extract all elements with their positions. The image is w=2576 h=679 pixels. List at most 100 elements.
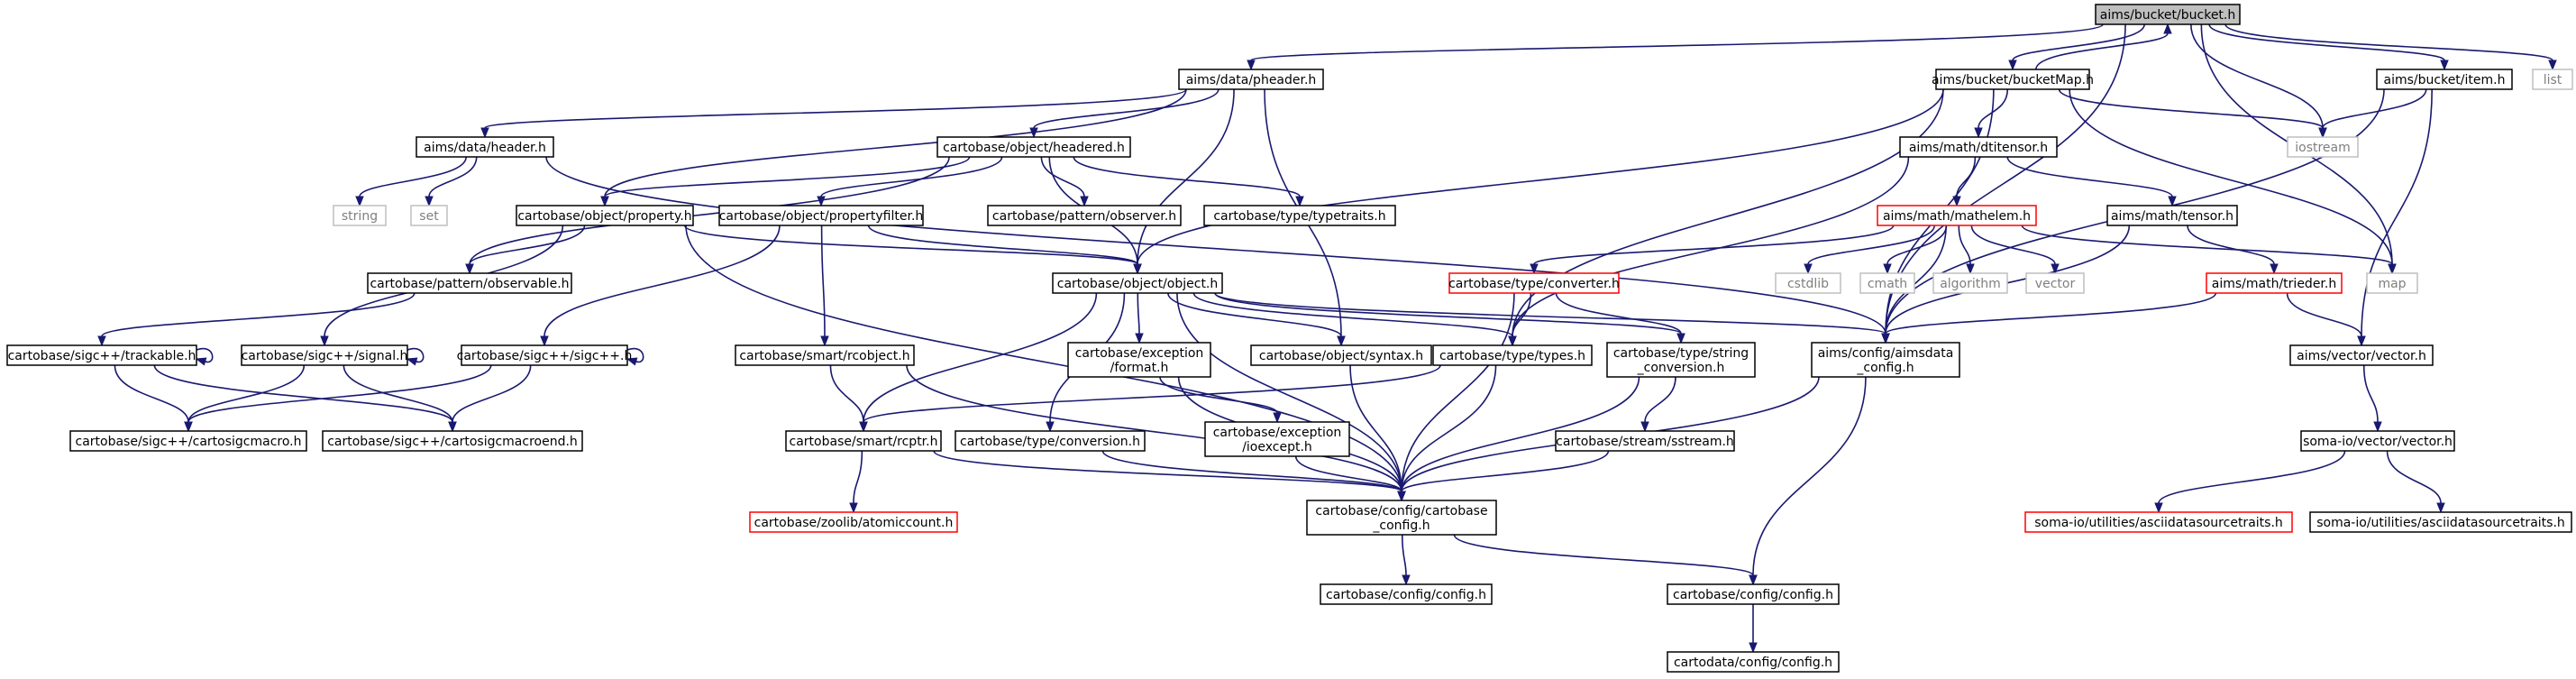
- node-header[interactable]: aims/data/header.h: [416, 136, 554, 158]
- node-property[interactable]: cartobase/object/property.h: [516, 205, 694, 226]
- node-trackable[interactable]: cartobase/sigc++/trackable.h: [6, 344, 197, 366]
- node-box: [333, 205, 387, 226]
- node-rcptr[interactable]: cartobase/smart/rcptr.h: [785, 430, 942, 452]
- node-asciitraits_red[interactable]: soma-io/utilities/asciidatasourcetraits.…: [2024, 511, 2293, 533]
- node-label: cartobase/zoolib/atomiccount.h: [754, 516, 954, 530]
- node-converter[interactable]: cartobase/type/converter.h: [1448, 272, 1620, 294]
- dependency-edge-object-to-format: [1135, 292, 1144, 344]
- node-mathelem[interactable]: aims/math/mathelem.h: [1877, 205, 2037, 226]
- node-box: [6, 344, 197, 366]
- dependency-edge-headered-to-typetraits: [1073, 156, 1304, 207]
- node-box: [987, 205, 1182, 226]
- node-label: set: [419, 209, 439, 224]
- node-label: aims/bucket/item.h: [2384, 73, 2506, 87]
- node-box: [2287, 136, 2359, 158]
- node-box: [1203, 205, 1396, 226]
- node-aimsvector[interactable]: aims/vector/vector.h: [2289, 344, 2434, 366]
- dependency-edge-header-to-string: [355, 156, 467, 207]
- node-box: [1932, 272, 2008, 294]
- node-sstream[interactable]: cartobase/stream/sstream.h: [1555, 430, 1735, 452]
- node-box: [416, 136, 554, 158]
- node-rcobject[interactable]: cartobase/smart/rcobject.h: [735, 344, 915, 366]
- dependency-edge-cbconfig2-to-cdconfig: [1749, 604, 1758, 654]
- node-observable[interactable]: cartobase/pattern/observable.h: [367, 272, 572, 294]
- node-object[interactable]: cartobase/object/object.h: [1052, 272, 1223, 294]
- dependency-edge-headered-to-property: [600, 156, 971, 207]
- node-box: [1432, 344, 1593, 366]
- node-box: [1667, 583, 1840, 605]
- node-box: [2300, 430, 2455, 452]
- node-syntax[interactable]: cartobase/object/syntax.h: [1250, 344, 1432, 366]
- node-vector: vector: [2025, 272, 2085, 294]
- node-box: [1606, 342, 1756, 378]
- node-sigcpp[interactable]: cartobase/sigc++/sigc++.h: [457, 344, 633, 366]
- node-tensor[interactable]: aims/math/tensor.h: [2106, 205, 2238, 226]
- node-cdconfig[interactable]: cartodata/config/config.h: [1667, 651, 1840, 673]
- node-box: [2532, 69, 2573, 90]
- node-box: [1306, 500, 1497, 536]
- node-label: cartobase/object/property.h: [517, 209, 691, 224]
- node-typetraits[interactable]: cartobase/type/typetraits.h: [1203, 205, 1396, 226]
- node-bucket[interactable]: aims/bucket/bucket.h: [2095, 4, 2241, 25]
- node-label: cartobase/object/syntax.h: [1259, 349, 1423, 363]
- node-box: [2095, 4, 2241, 25]
- node-box: [2106, 205, 2238, 226]
- node-item[interactable]: aims/bucket/item.h: [2376, 69, 2513, 90]
- node-signal[interactable]: cartobase/sigc++/signal.h: [241, 344, 408, 366]
- node-cbconfig2[interactable]: cartobase/config/config.h: [1667, 583, 1840, 605]
- node-dtitensor[interactable]: aims/math/dtitensor.h: [1899, 136, 2058, 158]
- node-somavector[interactable]: soma-io/vector/vector.h: [2300, 430, 2455, 452]
- node-box: [1555, 430, 1735, 452]
- node-cartosigcmacroend[interactable]: cartobase/sigc++/cartosigcmacroend.h: [322, 430, 583, 452]
- dependency-edge-dtitensor-to-tensor: [2006, 156, 2177, 207]
- node-box: [2025, 272, 2085, 294]
- node-label: aims/math/trieder.h: [2212, 277, 2336, 291]
- dependency-edge-cartobaseconfig-to-cbconfig: [1401, 534, 1411, 586]
- dependency-edge-trackable-to-cartosigcmacro: [114, 364, 193, 433]
- dependency-edge-property-to-observable: [465, 225, 586, 275]
- dependency-edge-bucketmap-to-dtitensor: [1974, 88, 2009, 139]
- dependency-edge-propertyfilter-to-object: [867, 225, 1142, 275]
- node-asciitraits[interactable]: soma-io/utilities/asciidatasourcetraits.…: [2309, 511, 2572, 533]
- dependency-edge-header-to-set: [425, 156, 478, 207]
- node-box: [1775, 272, 1841, 294]
- node-label: cartobase/object/object.h: [1057, 277, 1219, 291]
- node-cbconfig[interactable]: cartobase/config/config.h: [1320, 583, 1493, 605]
- node-box: [322, 430, 583, 452]
- node-atomiccount[interactable]: cartobase/zoolib/atomiccount.h: [749, 511, 958, 533]
- node-types[interactable]: cartobase/type/types.h: [1432, 344, 1593, 366]
- node-box: [1448, 272, 1620, 294]
- dependency-edge-headered-to-propertyfilter: [817, 156, 1003, 207]
- node-pheader[interactable]: aims/data/pheader.h: [1178, 69, 1324, 90]
- node-bucketmap[interactable]: aims/bucket/bucketMap.h: [1932, 69, 2094, 90]
- node-conversion[interactable]: cartobase/type/conversion.h: [955, 430, 1146, 452]
- node-format[interactable]: cartobase/exception/format.h: [1067, 342, 1211, 378]
- dependency-edge-signal-to-cartosigcmacroend: [343, 364, 457, 433]
- dependency-edge-bucketmap-to-object: [1133, 88, 1944, 275]
- dependency-edge-bucket-to-bucketmap: [2008, 23, 2145, 71]
- node-box: [735, 344, 915, 366]
- node-propertyfilter[interactable]: cartobase/object/propertyfilter.h: [718, 205, 924, 226]
- node-aimsdataconfig[interactable]: aims/config/aimsdata_config.h: [1811, 342, 1960, 378]
- node-label: cartobase/sigc++/cartosigcmacro.h: [76, 435, 302, 449]
- node-box: [2289, 344, 2434, 366]
- dependency-edge-bucketmap-to-bucket: [2035, 23, 2172, 70]
- node-box: [718, 205, 924, 226]
- node-ioexcept[interactable]: cartobase/exception/ioexcept.h: [1204, 421, 1350, 457]
- dependency-edge-mathelem-to-cmath: [1883, 225, 1948, 275]
- node-label: aims/math/mathelem.h: [1883, 209, 2031, 224]
- node-trieder[interactable]: aims/math/trieder.h: [2206, 272, 2343, 294]
- node-label: cartobase/pattern/observer.h: [992, 209, 1176, 224]
- dependency-edge-trieder-to-aimsvector: [2286, 292, 2366, 347]
- node-cartobaseconfig[interactable]: cartobase/config/cartobase_config.h: [1306, 500, 1497, 536]
- node-strconv[interactable]: cartobase/type/string_conversion.h: [1606, 342, 1756, 378]
- node-observer[interactable]: cartobase/pattern/observer.h: [987, 205, 1182, 226]
- node-headered[interactable]: cartobase/object/headered.h: [936, 136, 1131, 158]
- node-label: aims/math/dtitensor.h: [1909, 141, 2048, 155]
- node-label: aims/bucket/bucket.h: [2100, 8, 2236, 23]
- node-cartosigcmacro[interactable]: cartobase/sigc++/cartosigcmacro.h: [69, 430, 307, 452]
- node-box: [516, 205, 694, 226]
- dependency-edge-conversion-to-cartobaseconfig: [1101, 450, 1406, 502]
- node-label: cartobase/type/typetraits.h: [1213, 209, 1385, 224]
